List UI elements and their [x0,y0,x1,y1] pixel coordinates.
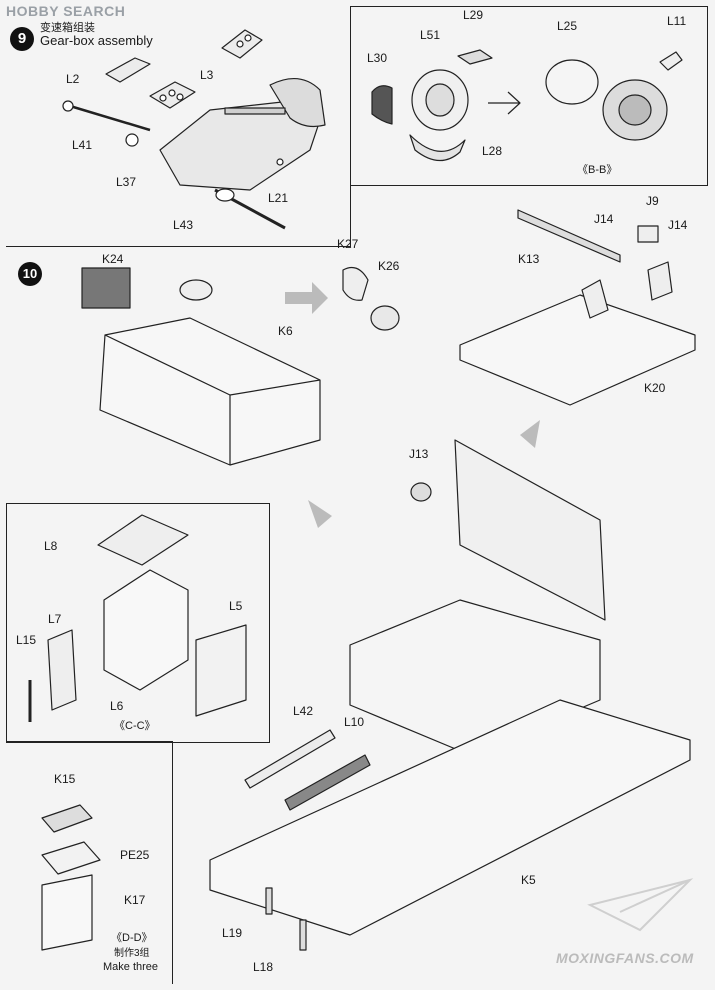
part-label-k6: K6 [278,324,293,338]
view-dd-note-cn: 制作3组 [114,948,150,959]
view-cc-frame [6,503,270,743]
part-label-l18: L18 [253,960,274,974]
part-label-l11: L11 [667,14,687,28]
view-cc-caption: 《C-C》 [114,720,156,732]
part-label-j14-left: J14 [594,212,614,226]
part-label-l15: L15 [16,633,37,647]
part-label-l43: L43 [173,218,194,232]
view-dd-note-en: Make three [103,961,159,973]
view-dd-caption: 《D-D》 [111,932,153,944]
step-9-badge: 9 [10,27,34,51]
part-label-k17: K17 [124,893,146,907]
hobby-search-watermark: HOBBY SEARCH [6,3,126,19]
part-label-l3: L3 [200,68,214,82]
part-label-l29: L29 [463,8,484,22]
part-label-j13: J13 [409,447,429,461]
part-label-k5: K5 [521,873,536,887]
part-label-j9: J9 [646,194,659,208]
part-label-l2: L2 [66,72,80,86]
part-label-pe25: PE25 [120,848,150,862]
step-10-badge: 10 [18,262,42,286]
view-dd-frame [6,741,173,984]
part-label-l30: L30 [367,51,388,65]
view-bb-caption: 《B-B》 [577,164,618,176]
part-label-k26: K26 [378,259,400,273]
part-label-l51: L51 [420,28,441,42]
part-label-k20: K20 [644,381,666,395]
part-label-l42: L42 [293,704,314,718]
step-9-title-cn: 变速箱组装 [40,22,95,34]
part-label-k24: K24 [102,252,124,266]
part-label-l7: L7 [48,612,62,626]
moxingfans-watermark: MOXINGFANS.COM [556,950,694,966]
part-label-k15: K15 [54,772,76,786]
view-bb-frame [350,6,708,186]
part-label-l6: L6 [110,699,124,713]
part-label-k27: K27 [337,237,359,251]
part-label-k13: K13 [518,252,540,266]
part-label-l8: L8 [44,539,58,553]
part-label-j14-right: J14 [668,218,688,232]
part-label-l19: L19 [222,926,243,940]
part-label-l28: L28 [482,144,503,158]
part-label-l5: L5 [229,599,243,613]
part-label-l10: L10 [344,715,365,729]
part-label-l37: L37 [116,175,137,189]
part-label-l25: L25 [557,19,578,33]
part-label-l21: L21 [268,191,289,205]
step-9-title-en: Gear-box assembly [40,33,153,48]
part-label-l41: L41 [72,138,93,152]
